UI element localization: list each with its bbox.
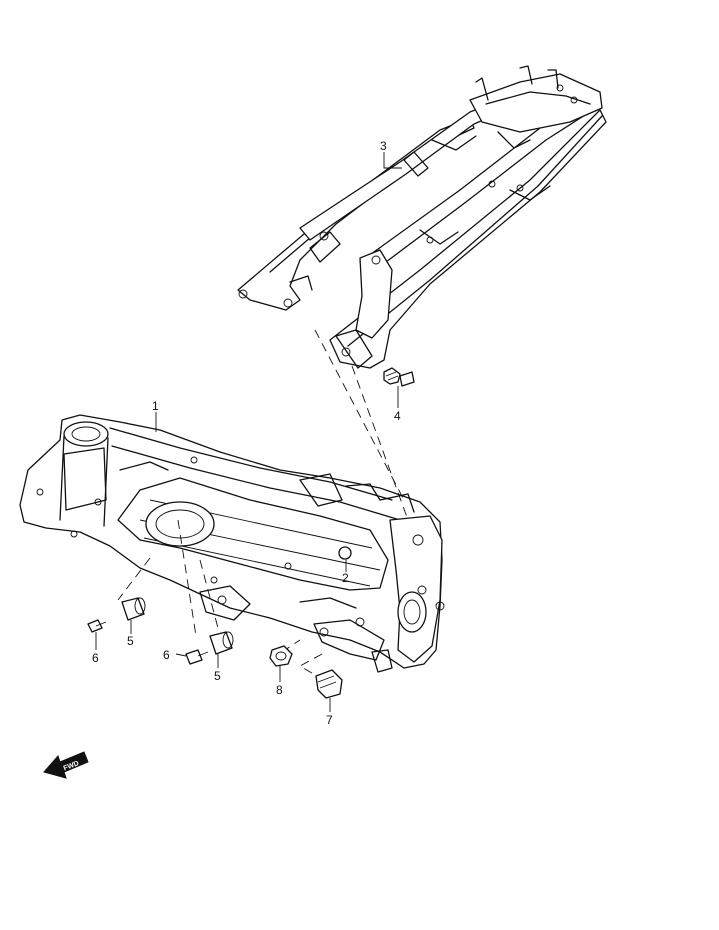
callout-7: 7 bbox=[326, 713, 333, 727]
forward-arrow-icon: FWD bbox=[43, 751, 89, 779]
callout-6-right: 6 bbox=[163, 648, 170, 662]
screw-part-6-right bbox=[185, 649, 209, 665]
callout-5-upper: 5 bbox=[127, 634, 134, 648]
plug-part-2 bbox=[338, 546, 352, 560]
collar-part-5-lower bbox=[209, 631, 234, 655]
callout-4: 4 bbox=[394, 409, 401, 423]
stud-part-7 bbox=[315, 669, 343, 699]
callout-2: 2 bbox=[342, 571, 349, 585]
main-frame bbox=[19, 414, 445, 673]
explosion-lines bbox=[117, 329, 409, 679]
nut-part-8 bbox=[269, 645, 293, 667]
screw-part-6-left bbox=[87, 619, 107, 633]
seat-rail-subframe bbox=[237, 65, 607, 369]
callout-6-left: 6 bbox=[92, 651, 99, 665]
callout-labels: 1 2 3 4 5 5 6 6 7 8 bbox=[92, 139, 401, 727]
leader-lines bbox=[95, 152, 402, 712]
callout-5-lower: 5 bbox=[214, 669, 221, 683]
callout-3: 3 bbox=[380, 139, 387, 153]
callout-8: 8 bbox=[276, 683, 283, 697]
collar-part-5-upper bbox=[121, 597, 146, 621]
callout-1: 1 bbox=[152, 399, 159, 413]
bolt-part-4 bbox=[383, 367, 415, 387]
